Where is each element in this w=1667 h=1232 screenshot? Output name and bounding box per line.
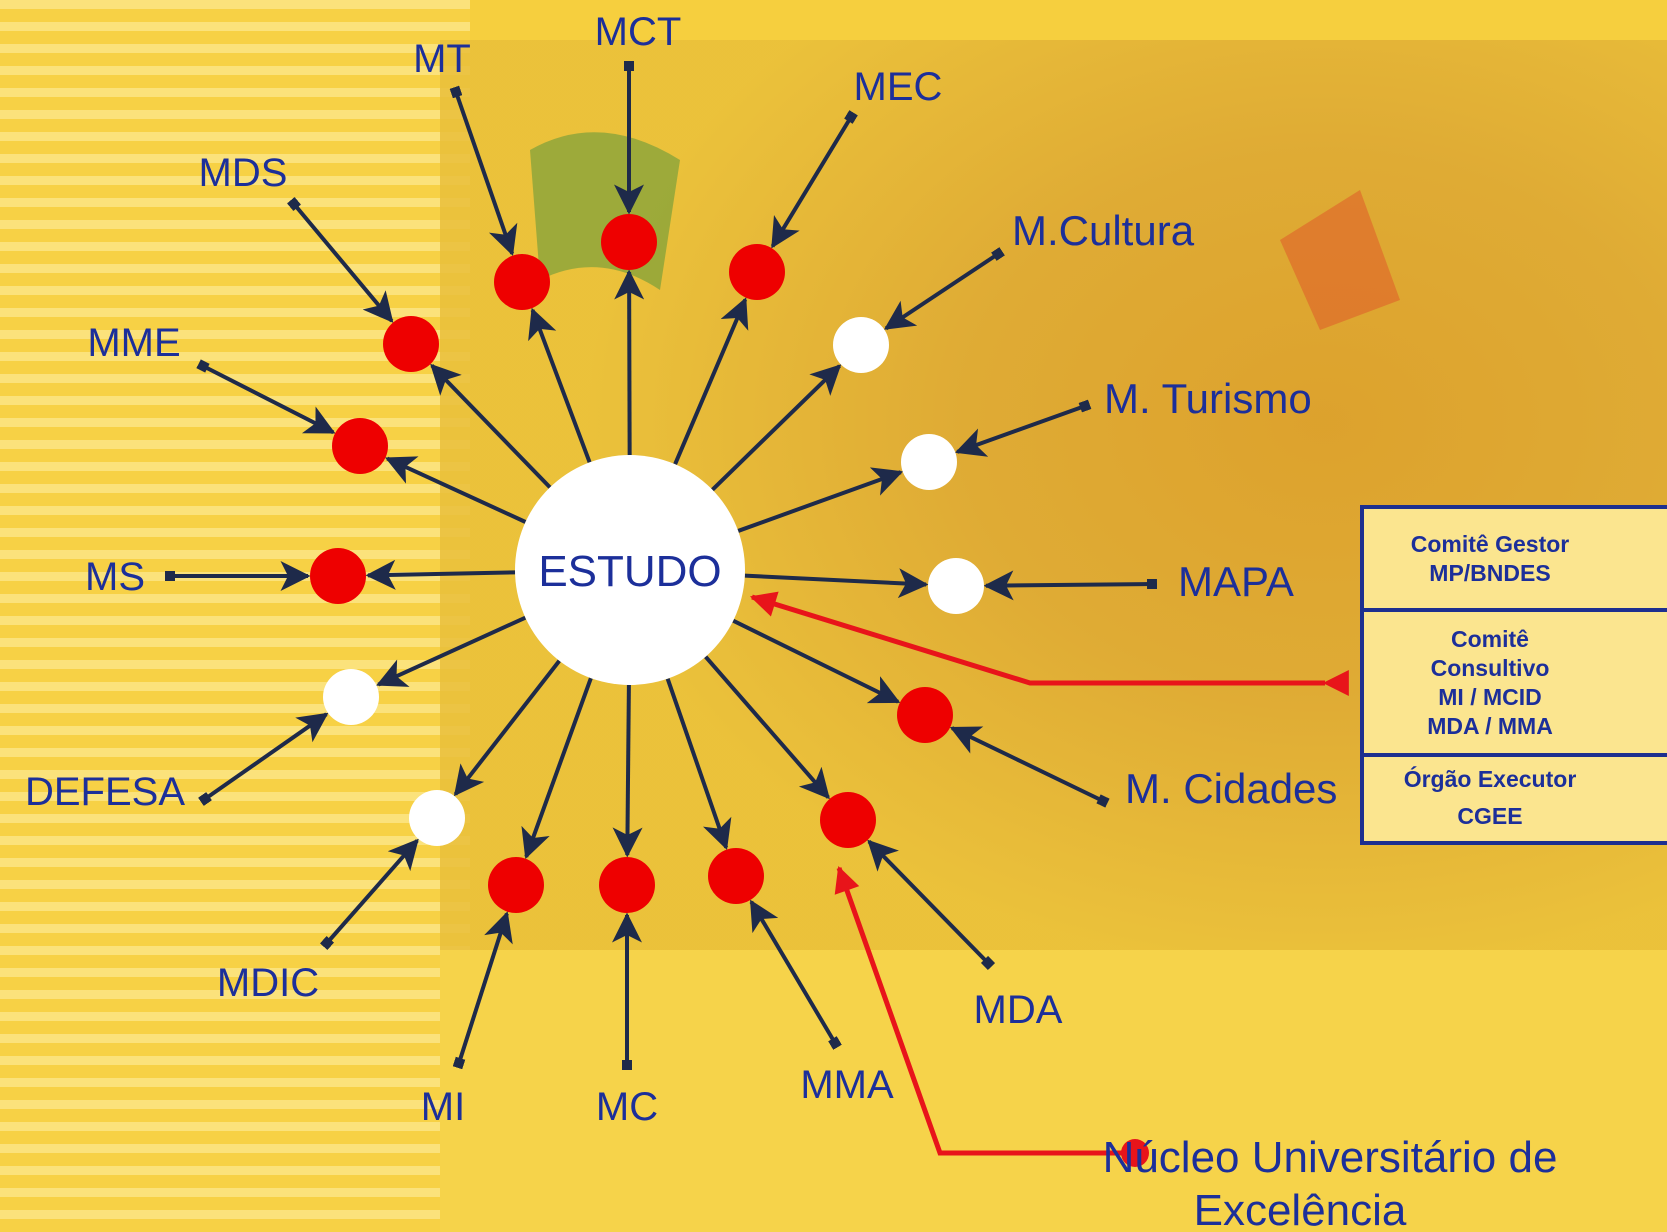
mma-label: MMA <box>800 1063 894 1107</box>
arrow-m-cidades-to-dot <box>949 726 1110 808</box>
consultivo-members-1: MI / MCID <box>1438 683 1542 710</box>
red-links-layer <box>749 591 1349 1167</box>
lower-band <box>440 950 1667 1232</box>
mdic-label: MDIC <box>217 961 319 1005</box>
arrow-center-to-m-cultura <box>710 364 842 492</box>
mme-dot <box>332 418 388 474</box>
arrow-center-to-mda <box>704 655 830 800</box>
arrow-center-to-mt <box>528 307 592 464</box>
links-layer <box>165 61 1158 1070</box>
arrow-mma-to-dot <box>749 899 842 1050</box>
arrow-center-to-mme <box>384 456 527 524</box>
m-turismo-dot <box>901 434 957 490</box>
arrow-mec-to-dot <box>770 110 858 249</box>
arrow-m-turismo-to-dot <box>954 399 1092 457</box>
consultivo-title-1: Comitê <box>1451 625 1529 652</box>
consultivo-section: Comitê Consultivo MI / MCID MDA / MMA <box>1364 612 1667 757</box>
gestor-members: MP/BNDES <box>1429 559 1551 586</box>
mec-dot <box>729 244 785 300</box>
ms-dot <box>310 548 366 604</box>
mc-label: MC <box>596 1085 658 1129</box>
center-label: ESTUDO <box>538 547 721 596</box>
m-cultura-dot <box>833 317 889 373</box>
nucleo-label: Núcleo Universitário de Excelência <box>1103 1133 1558 1232</box>
nucleo-line-2: Excelência <box>1194 1186 1407 1232</box>
mda-label: MDA <box>974 988 1063 1032</box>
arrow-center-to-mma <box>665 678 732 851</box>
arrow-center-to-ms <box>365 559 516 590</box>
mds-dot <box>383 316 439 372</box>
arrow-center-to-mds <box>430 363 552 489</box>
mi-dot <box>488 857 544 913</box>
arrow-mapa-to-dot <box>983 570 1158 601</box>
center-circle <box>515 455 745 685</box>
mma-dot <box>708 848 764 904</box>
dots-layer <box>310 214 984 913</box>
arrow-defesa-to-dot <box>198 712 329 806</box>
flag-shape <box>530 132 680 290</box>
mct-label: MCT <box>595 10 682 54</box>
red-banner-shape <box>1280 190 1400 330</box>
m-cidades-dot <box>897 687 953 743</box>
gestor-section: Comitê Gestor MP/BNDES <box>1364 509 1667 612</box>
mds-label: MDS <box>199 151 288 195</box>
defesa-label: DEFESA <box>25 770 185 814</box>
consultivo-title-2: Consultivo <box>1430 654 1550 681</box>
m-cidades-label: M. Cidades <box>1125 765 1337 812</box>
arrow-mi-to-dot <box>452 911 513 1070</box>
mapa-dot <box>928 558 984 614</box>
consultivo-members-2: MDA / MMA <box>1427 712 1553 739</box>
mdic-dot <box>409 790 465 846</box>
executor-title: Órgão Executor <box>1403 766 1577 792</box>
defesa-dot <box>323 669 379 725</box>
arrow-center-to-mi <box>521 677 593 860</box>
gestor-title: Comitê Gestor <box>1410 530 1570 557</box>
executor-section: Órgão Executor CGEE <box>1364 757 1667 841</box>
link-box-to-estudo <box>749 591 1349 696</box>
executor-member: CGEE <box>1457 803 1523 829</box>
governance-box: Comitê Gestor MP/BNDES Comitê Consultivo… <box>1360 505 1667 845</box>
mme-label: MME <box>87 321 180 365</box>
mt-label: MT <box>413 37 471 81</box>
arrow-center-to-mdic <box>453 659 561 797</box>
arrow-mdic-to-dot <box>319 838 419 951</box>
center-node: ESTUDO <box>515 455 745 685</box>
arrow-center-to-defesa <box>376 615 527 687</box>
m-cultura-label: M.Cultura <box>1012 207 1195 254</box>
mi-label: MI <box>421 1085 465 1129</box>
arrow-mt-to-dot <box>449 85 518 257</box>
mapa-label: MAPA <box>1178 558 1294 605</box>
ms-label: MS <box>85 555 145 599</box>
mda-dot <box>820 792 876 848</box>
arrow-m-cultura-to-dot <box>883 247 1005 331</box>
mt-dot <box>494 254 550 310</box>
mct-dot <box>601 214 657 270</box>
nucleo-line-1: Núcleo Universitário de <box>1103 1133 1558 1182</box>
arrow-mme-to-dot <box>196 359 336 435</box>
arrow-center-to-mc <box>612 684 643 858</box>
arrow-center-to-m-turismo <box>737 467 904 533</box>
m-turismo-label: M. Turismo <box>1104 375 1312 422</box>
nucleo-dot <box>1121 1139 1149 1167</box>
arrow-mds-to-dot <box>286 196 394 323</box>
link-nucleo-to-mma <box>834 865 1128 1156</box>
arrow-center-to-mec <box>673 297 749 465</box>
arrow-mda-to-dot <box>867 839 996 971</box>
arrow-center-to-mct <box>614 269 645 456</box>
mc-dot <box>599 857 655 913</box>
mec-label: MEC <box>854 65 943 109</box>
arrow-center-to-mapa <box>744 568 929 599</box>
